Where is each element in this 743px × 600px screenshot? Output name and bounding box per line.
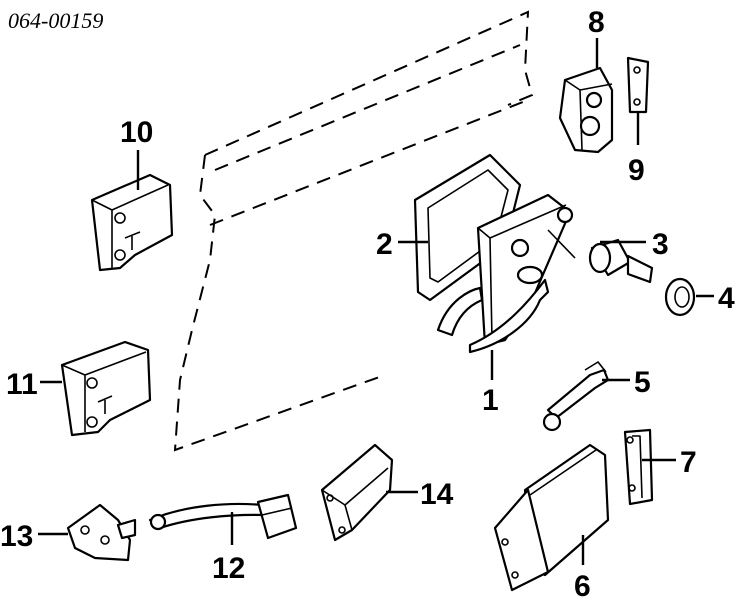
lock-rod-part bbox=[542, 361, 610, 432]
upper-hinge-part bbox=[90, 173, 174, 272]
callout-labels: 1 2 3 4 5 6 7 8 9 10 11 12 13 14 bbox=[0, 6, 735, 600]
callout-2: 2 bbox=[376, 228, 393, 261]
callout-6: 6 bbox=[574, 570, 591, 600]
callout-14: 14 bbox=[420, 478, 454, 511]
shim-plate-part bbox=[626, 56, 650, 114]
callout-9: 9 bbox=[628, 154, 645, 187]
callout-13: 13 bbox=[0, 520, 33, 553]
callout-8: 8 bbox=[588, 6, 605, 39]
callout-1: 1 bbox=[482, 384, 499, 417]
callout-7: 7 bbox=[680, 446, 697, 479]
mounting-bracket-part bbox=[320, 443, 394, 542]
latch-block-part bbox=[558, 66, 614, 154]
callout-12: 12 bbox=[212, 552, 245, 585]
leader-lines bbox=[38, 38, 714, 565]
door-latch-part bbox=[436, 193, 576, 354]
door-outline bbox=[173, 10, 534, 452]
diagram-code: 064-00159 bbox=[8, 8, 103, 33]
striker-plate-part bbox=[66, 503, 137, 562]
striker-bracket-part bbox=[623, 428, 654, 506]
callout-11: 11 bbox=[6, 368, 38, 401]
grommet-part bbox=[664, 277, 696, 317]
lower-hinge-part bbox=[60, 340, 152, 437]
callout-3: 3 bbox=[652, 228, 669, 261]
check-arm-part bbox=[148, 493, 298, 540]
callout-5: 5 bbox=[634, 366, 651, 399]
lock-cylinder-part bbox=[588, 238, 654, 284]
callout-10: 10 bbox=[120, 116, 153, 149]
callout-4: 4 bbox=[718, 282, 735, 315]
inner-panel-part bbox=[493, 443, 610, 592]
